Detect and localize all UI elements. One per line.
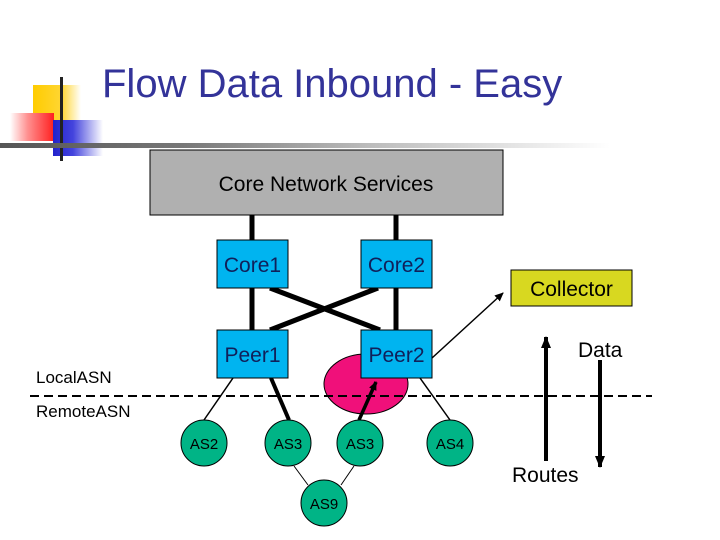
link-peer2-collector	[431, 292, 504, 359]
link-as3b-as9	[340, 465, 355, 486]
router-peer1: Peer1	[216, 329, 289, 379]
slide-title: Flow Data Inbound - Easy	[102, 62, 563, 106]
link-as3b-peer2-arrow	[357, 381, 378, 421]
logo-red-square	[10, 113, 54, 141]
as-label: AS3	[346, 436, 374, 453]
as-node-as3b: AS3	[336, 419, 384, 467]
as-node-as2: AS2	[180, 419, 228, 467]
core-network-services-label: Core Network Services	[219, 173, 434, 196]
link-peer2-as4	[419, 377, 451, 421]
remote-asn-label: RemoteASN	[36, 402, 130, 421]
routes-flow-label: Routes	[512, 464, 579, 487]
as-node-as3a: AS3	[264, 419, 312, 467]
router-label: Core2	[368, 254, 425, 277]
router-label: Peer2	[368, 344, 424, 367]
as-node-as9: AS9	[300, 479, 348, 527]
local-asn-label: LocalASN	[36, 368, 112, 387]
router-label: Peer1	[224, 344, 280, 367]
collector-box: Collector	[510, 269, 633, 307]
router-label: Core1	[224, 254, 281, 277]
router-core2: Core2	[360, 239, 433, 289]
data-flow-label: Data	[578, 339, 623, 362]
as-label: AS9	[310, 496, 338, 513]
as-label: AS3	[274, 436, 302, 453]
as-label: AS2	[190, 436, 218, 453]
link-as3a-as9	[293, 465, 309, 486]
collector-label: Collector	[530, 278, 613, 301]
logo-vertical-line	[60, 77, 63, 161]
link-peer1-as3a	[269, 377, 291, 421]
router-core1: Core1	[216, 239, 289, 289]
as-label: AS4	[436, 436, 464, 453]
link-peer1-as2	[203, 377, 234, 421]
as-node-as4: AS4	[426, 419, 474, 467]
core-network-services-box: Core Network Services	[149, 149, 504, 216]
link-core2-peer1	[269, 285, 379, 333]
title-divider	[0, 143, 610, 148]
router-peer2: Peer2	[360, 329, 433, 379]
